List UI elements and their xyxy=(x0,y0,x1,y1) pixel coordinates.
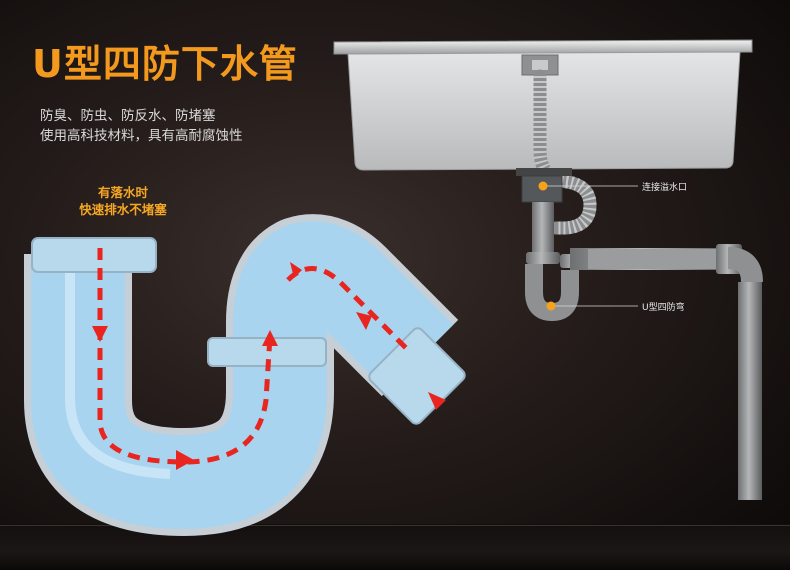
page-title: U型四防下水管 xyxy=(32,42,298,86)
callout-dot-u-bend xyxy=(546,301,556,311)
feature-list: 防臭、防虫、防反水、防堵塞 使用高科技材料，具有高耐腐蚀性 xyxy=(40,106,243,146)
flow-note-line-1: 有落水时 xyxy=(97,185,148,200)
feature-line-2: 使用高科技材料，具有高耐腐蚀性 xyxy=(40,128,243,144)
feature-line-1: 防臭、防虫、防反水、防堵塞 xyxy=(40,108,216,124)
flow-arrow-down xyxy=(92,326,108,342)
callout-overflow-label: 连接溢水口 xyxy=(642,183,688,193)
flow-arrow-top xyxy=(290,262,302,278)
flow-arrow-outlet xyxy=(428,392,446,410)
inlet-collar xyxy=(31,237,157,273)
flow-note: 有落水时 快速排水不堵塞 xyxy=(58,184,188,218)
floor-edge xyxy=(0,525,790,526)
flow-arrow-diagonal xyxy=(356,312,372,330)
drain-assembly xyxy=(516,168,763,500)
flow-note-line-2: 快速排水不堵塞 xyxy=(79,202,167,217)
flow-arrow-right xyxy=(176,450,194,470)
callout-leaders xyxy=(538,181,638,311)
flow-arrow-up xyxy=(262,330,278,346)
floor xyxy=(0,524,790,570)
callout-dot-overflow xyxy=(538,181,548,191)
s-trap-diagram xyxy=(24,214,466,536)
callout-u-bend-label: U型四防弯 xyxy=(642,303,685,313)
